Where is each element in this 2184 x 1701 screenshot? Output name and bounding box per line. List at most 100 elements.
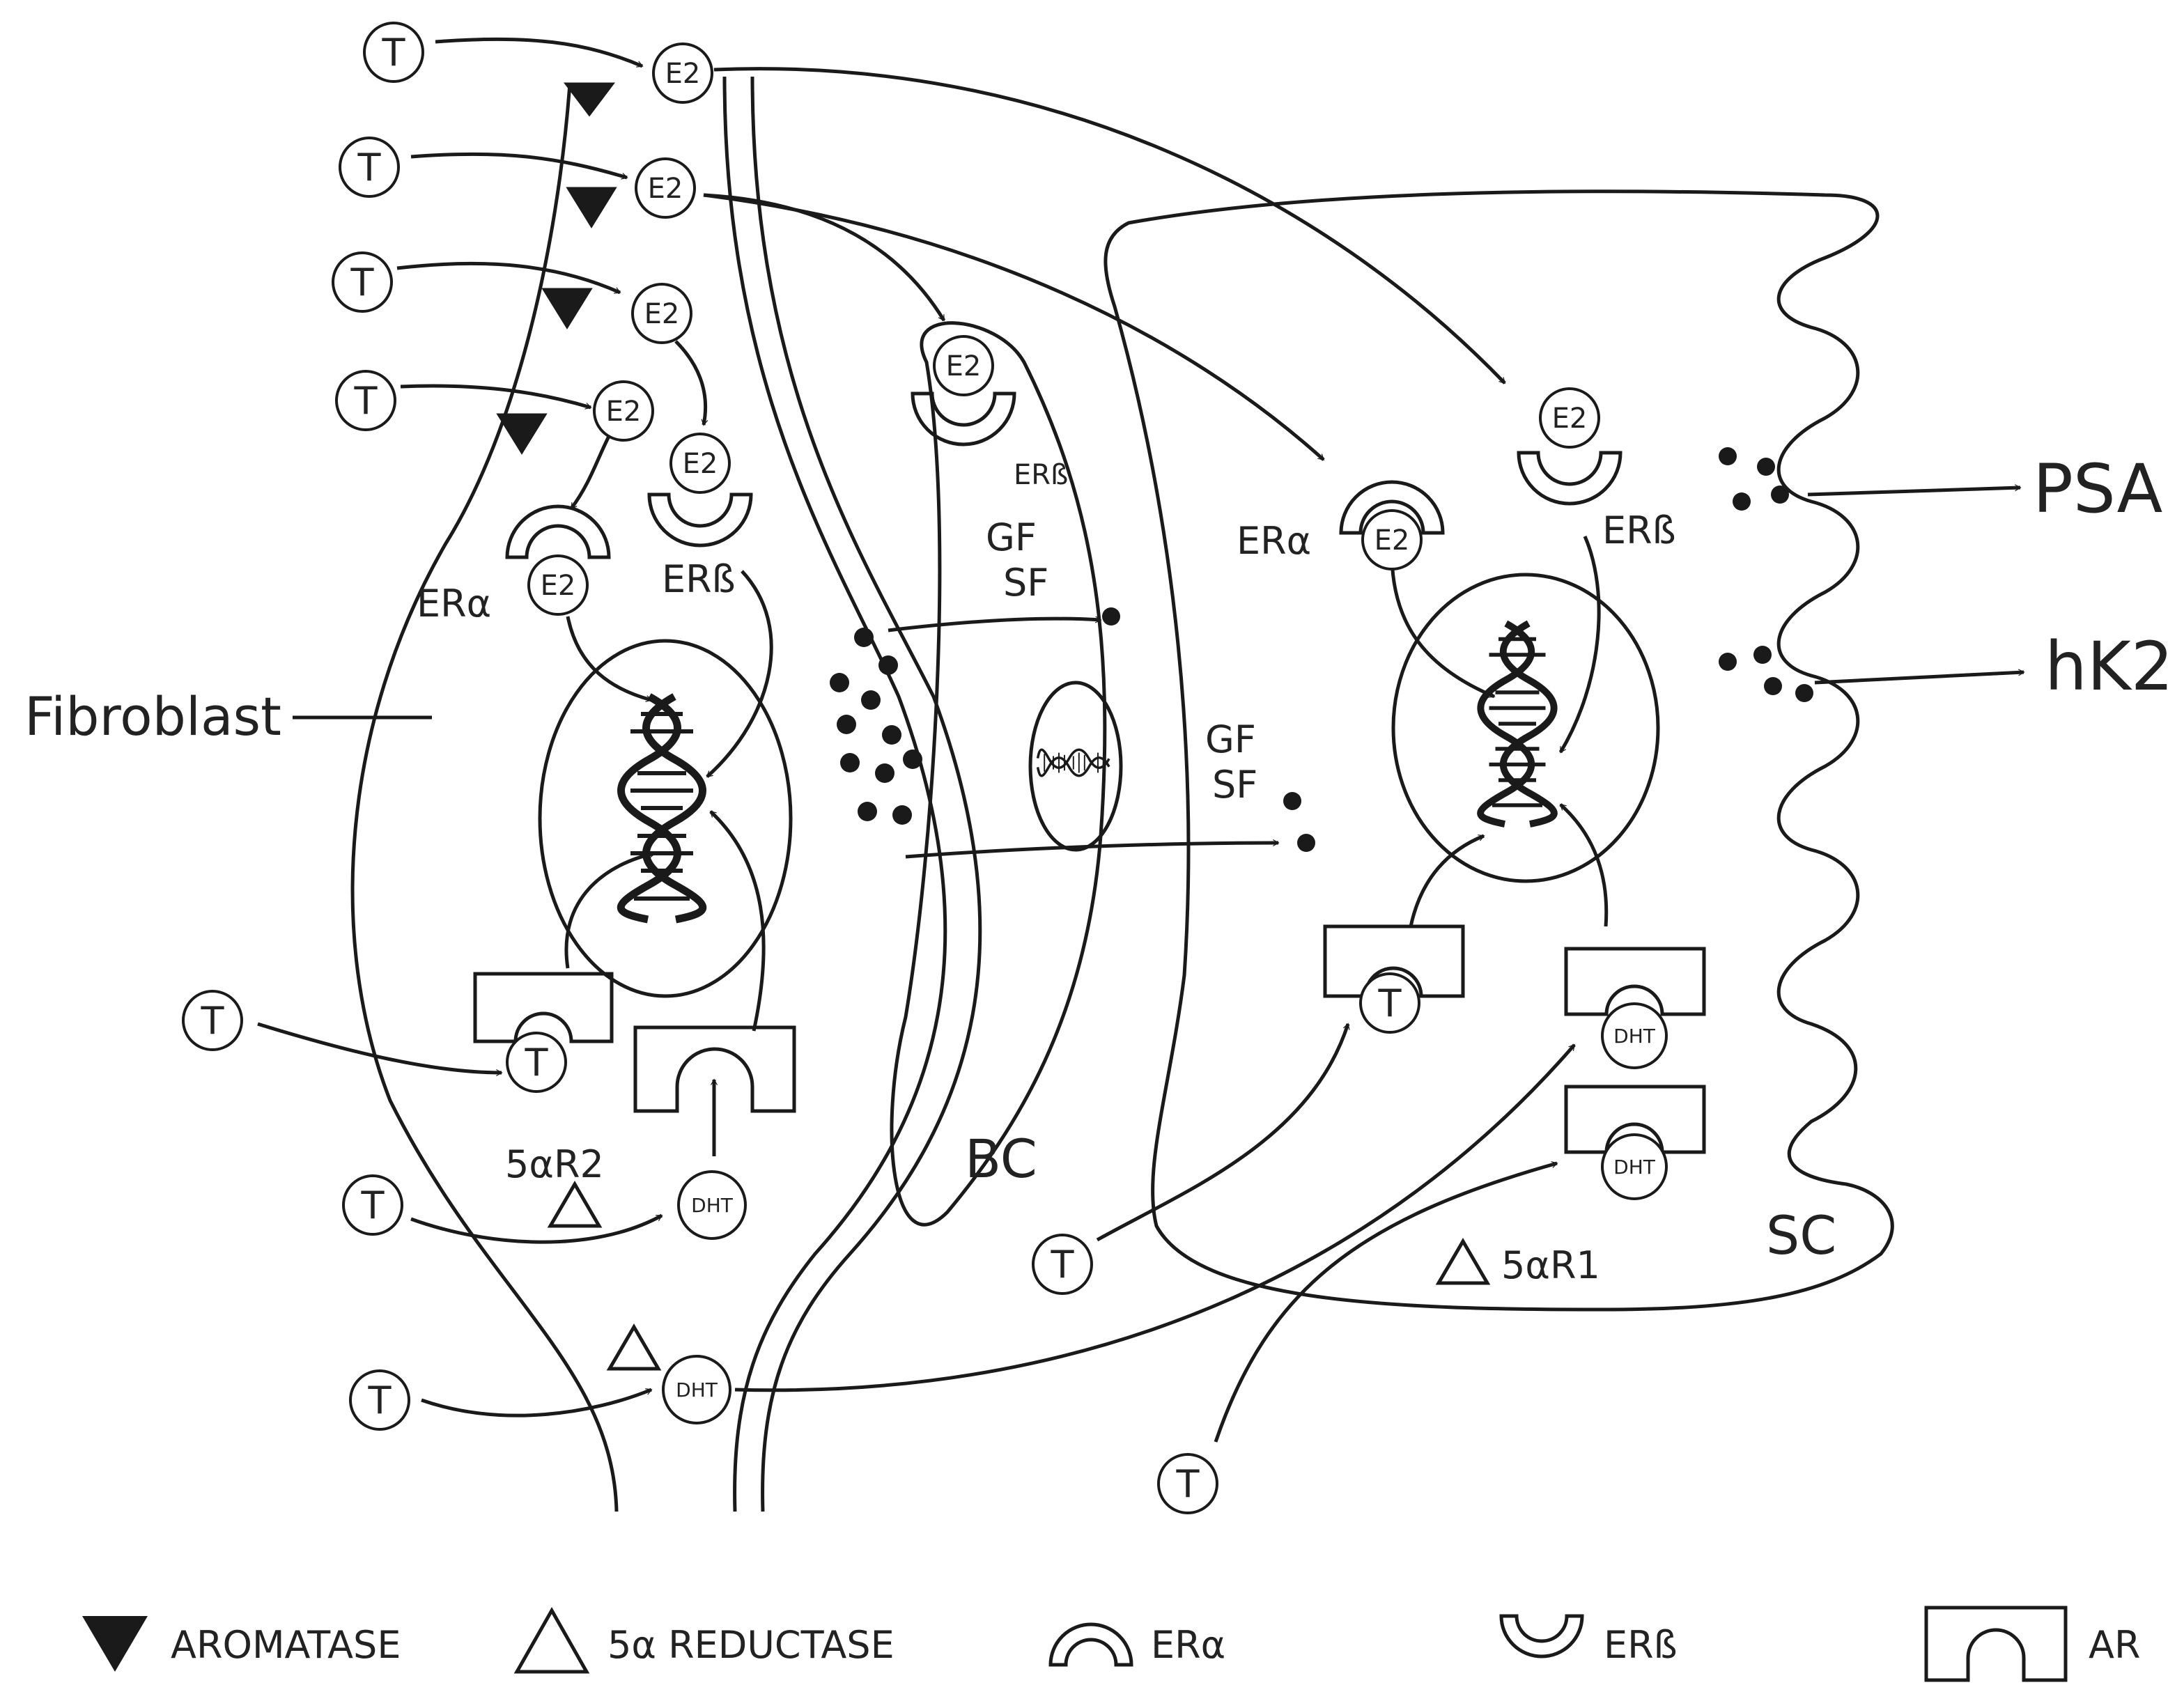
arrow [1814,669,2025,685]
arrow [257,1022,503,1077]
arrow [1096,1023,1350,1242]
arrow [706,570,773,778]
legend-item-aromatase: AROMATASE [82,1616,401,1672]
er-alpha-label: ERα [417,582,491,626]
five-alpha-reductase-2-label: 5αR2 [505,1142,604,1186]
er-beta-label: ERß [1602,508,1676,552]
basement-membrane-inner [722,76,947,1512]
testosterone-molecule: T [1157,1453,1218,1514]
testosterone-label: T [354,379,378,423]
er-alpha-receptor-icon [1048,1622,1133,1667]
arrow [396,261,621,295]
fibroblast-label: Fibroblast [24,685,281,747]
five-alpha-reductase-icon [547,1181,603,1228]
testosterone-molecule: T [1032,1234,1093,1295]
arrow [734,1043,1576,1392]
estradiol-molecule: E2 [652,42,713,104]
testosterone-molecule: T [339,137,400,198]
dht-label: DHT [1613,1156,1656,1179]
testosterone-molecule: T [349,1369,410,1431]
er-beta-receptors [647,391,1622,547]
arrow [410,1213,663,1244]
estradiol-label: E2 [946,350,982,382]
dht-molecule: DHT [677,1170,747,1240]
estradiol-label: E2 [606,396,642,428]
particle-dot [1753,646,1772,664]
particle-dot [837,715,856,734]
legend-er-alpha-label: ERα [1151,1623,1225,1667]
secretory-cell-nucleus [1391,573,1660,883]
arrow [888,616,1102,632]
arrow [703,193,946,322]
estradiol-label: E2 [644,298,680,330]
legend-ar-label: AR [2089,1623,2140,1667]
estradiol-label: E2 [683,448,718,480]
arrow [1390,557,1496,699]
dna-fibroblast [621,697,703,919]
secretory-cell-label: SC [1766,1204,1836,1266]
testosterone-molecule: T [1359,972,1420,1034]
particle-dot [1297,834,1315,852]
five-alpha-reductase-1-label: 5αR1 [1501,1243,1600,1287]
particle-dot [875,763,894,783]
dht-molecule: DHT [1601,1133,1668,1200]
testosterone-label: T [1051,1243,1075,1287]
testosterone-label: T [382,31,406,75]
testosterone-label: T [368,1378,392,1422]
growth-factor-label: GF [1205,717,1256,761]
estradiol-molecule: E2 [1361,509,1423,570]
particle-dot [840,753,860,772]
er-beta-receptor-icon [647,492,753,547]
aromatase-icon [82,1616,148,1672]
arrow [703,193,1325,461]
hk2-label: hK2 [2045,628,2174,706]
aromatase-icon [541,288,593,329]
particle-dot [1719,653,1737,671]
er-beta-receptor-icon [1517,451,1622,506]
estradiol-molecule: E2 [635,157,696,219]
growth-factor-label: GF [986,515,1037,559]
estradiol-molecule: E2 [933,335,994,396]
cell-outlines [350,76,1894,1512]
dht-molecule: DHT [662,1355,731,1424]
er-alpha-receptor-icon [505,504,611,559]
molecules: T T T T T T T T T T T E2 E2 E2 E2 E2 E2 … [182,22,1668,1514]
ar-receptor-icon [473,972,614,1043]
arrow [435,37,644,68]
testosterone-label: T [1378,981,1402,1025]
arrows [257,37,2025,1443]
legend-item-ar: AR [1924,1606,2140,1682]
aromatase-icon [563,82,616,117]
estradiol-molecule: E2 [669,433,731,494]
particle-dot [882,725,901,745]
arrow [1214,1161,1558,1443]
particle-dot [858,802,877,821]
secretory-cell-outline [1103,189,1894,1312]
dna-secretory-cell [1480,623,1554,824]
estradiol-label: E2 [665,58,701,90]
particle-dot [1719,447,1737,465]
basal-cell-outline [890,321,1107,1227]
testosterone-label: T [361,1183,385,1227]
aromatase-markers [496,82,617,455]
arrow [410,152,628,180]
estradiol-label: E2 [1374,525,1410,557]
estradiol-label: E2 [1552,403,1588,435]
ar-receptor-icon [633,1025,796,1113]
estradiol-molecule: E2 [527,554,589,616]
arrow [564,850,656,969]
particle-dot [1757,458,1775,476]
dht-molecule: DHT [1601,1002,1668,1069]
five-alpha-reductase-icon [513,1606,590,1674]
arrow [1558,535,1601,754]
estradiol-label: E2 [648,173,683,205]
fibroblast-membrane [350,83,619,1512]
legend-er-beta-label: ERß [1604,1623,1678,1667]
particle-dot [892,805,912,825]
five-alpha-reductase-icon [606,1323,662,1371]
legend-item-five-alpha-reductase: 5α REDUCTASE [513,1606,894,1674]
arrow [905,839,1280,859]
reductase-markers [547,1181,1491,1371]
legend-item-er-beta: ERß [1499,1614,1678,1667]
legend-aromatase-label: AROMATASE [171,1623,401,1667]
